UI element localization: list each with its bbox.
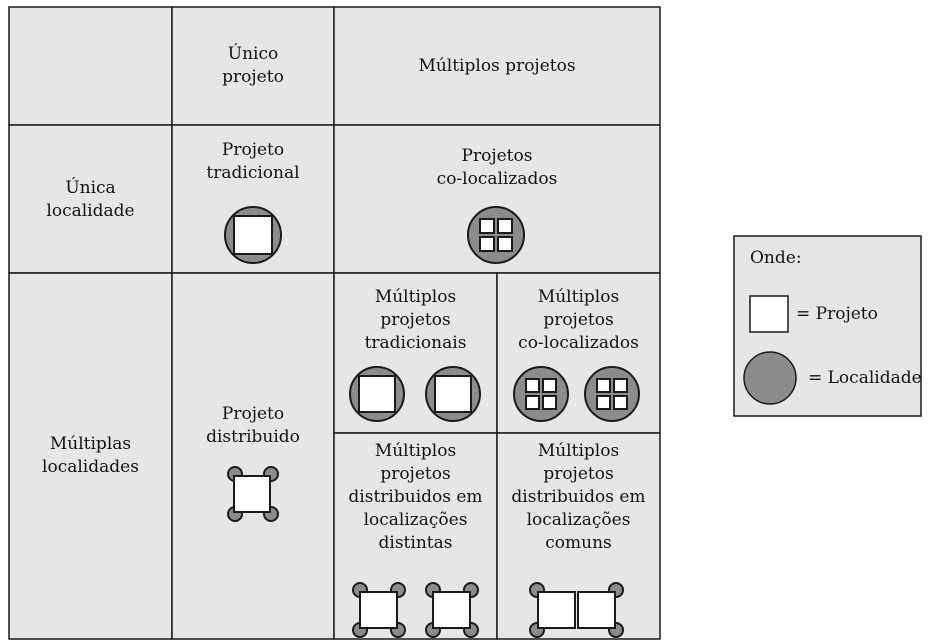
multi-distributed-common-icon — [529, 582, 624, 638]
multi-traditional-icon-1 — [349, 366, 405, 422]
grid — [8, 6, 661, 640]
cell-row-single — [8, 124, 173, 274]
header-single-project: Único projeto — [222, 44, 284, 87]
cell-corner — [8, 6, 173, 126]
distributed-project-icon — [227, 466, 279, 522]
legend-title: Onde: — [750, 248, 802, 268]
multi-distributed-distinct-icon-2 — [425, 582, 479, 638]
cell-distributed — [171, 272, 335, 640]
cell-multi-co-located-label: Múltiplos projetos co-localizados — [518, 287, 639, 353]
cell-multi-distributed-distinct-label: Múltiplos projetos distribuidos em local… — [348, 441, 483, 553]
cell-header-multi — [333, 6, 661, 126]
cell-row-multi — [8, 272, 173, 640]
legend-location-icon — [743, 351, 797, 405]
header-multiple-projects: Múltiplos projetos — [418, 56, 576, 76]
cell-multi-distributed-common-label: Múltiplos projetos distribuidos em local… — [511, 441, 646, 553]
row-multiple-locations: Múltiplas localidades — [42, 434, 139, 477]
co-located-projects-icon — [467, 206, 525, 264]
cell-co-located-label: Projetos co-localizados — [436, 146, 558, 189]
legend-project-icon — [749, 295, 789, 333]
cell-distributed-label: Projeto distribuido — [206, 404, 300, 447]
multi-traditional-icon-2 — [425, 366, 481, 422]
cell-header-single — [171, 6, 335, 126]
legend-location-label: = Localidade — [808, 368, 922, 388]
cell-multi-traditional-label: Múltiplos projetos tradicionais — [364, 287, 467, 353]
traditional-project-icon — [224, 206, 282, 264]
multi-co-located-icon-2 — [584, 366, 640, 422]
cell-traditional-label: Projeto tradicional — [206, 140, 300, 183]
multi-co-located-icon-1 — [513, 366, 569, 422]
legend-box — [733, 235, 922, 417]
legend-project-label: = Projeto — [796, 304, 878, 324]
multi-distributed-distinct-icon-1 — [352, 582, 406, 638]
row-single-location: Única localidade — [46, 178, 135, 221]
